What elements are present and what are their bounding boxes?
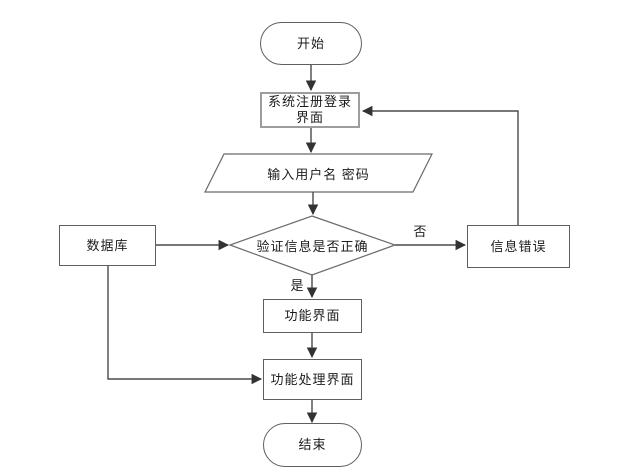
node-verify-decision-label: 验证信息是否正确 (256, 239, 369, 254)
node-function-ui-label: 功能界面 (284, 308, 341, 323)
node-start: 开始 (260, 22, 362, 65)
edge-label-no: 否 (413, 223, 427, 239)
node-info-error-label: 信息错误 (490, 238, 547, 254)
edge-label-yes: 是 (290, 277, 304, 293)
node-input-credentials: 输入用户名 密码 (205, 154, 432, 192)
node-register-ui-label-line2: 界面 (295, 110, 324, 125)
node-register-ui-label: 系统注册登录 界面 (268, 94, 352, 126)
node-info-error: 信息错误 (467, 225, 570, 268)
node-database-label: 数据库 (86, 237, 129, 253)
node-end-label: 结束 (298, 437, 327, 452)
edge-database-to-process (107, 266, 263, 385)
node-database: 数据库 (59, 225, 156, 266)
node-function-process-ui: 功能处理界面 (263, 359, 362, 400)
node-start-label: 开始 (296, 35, 325, 51)
io-parallelogram-shape (204, 153, 433, 193)
node-register-ui-label-line1: 系统注册登录 (267, 94, 352, 109)
edge-error-back-to-register (361, 105, 519, 225)
node-input-credentials-label: 输入用户名 密码 (267, 166, 370, 182)
node-function-ui: 功能界面 (263, 299, 362, 333)
node-register-ui: 系统注册登录 界面 (260, 92, 360, 128)
node-function-process-ui-label: 功能处理界面 (270, 371, 355, 387)
node-end: 结束 (263, 423, 362, 467)
node-verify-decision: 验证信息是否正确 (232, 216, 393, 275)
